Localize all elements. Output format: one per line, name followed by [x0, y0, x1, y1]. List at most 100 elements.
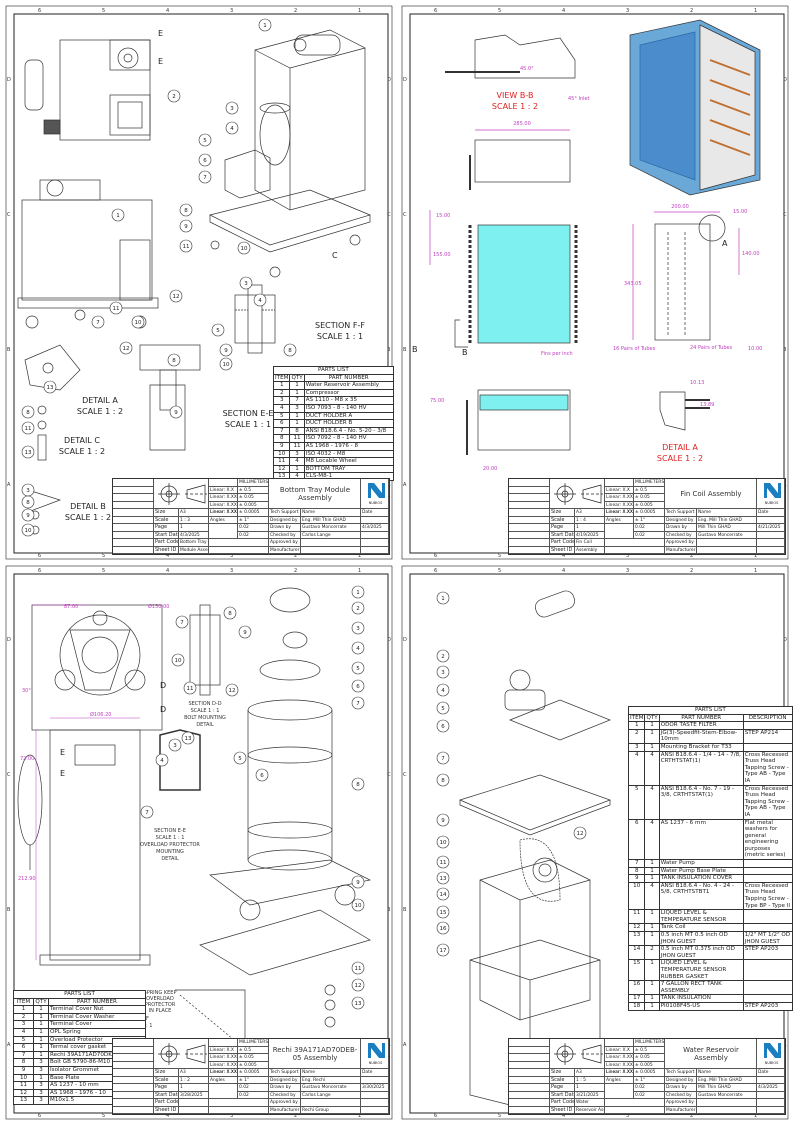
title-block-field — [509, 486, 550, 494]
parts-list-cell — [742, 742, 793, 752]
title-block-field: Page — [154, 524, 179, 532]
title-block-field: Tech Support — [665, 1069, 697, 1077]
title-block-field — [301, 546, 361, 554]
zone-col-label: 2 — [294, 568, 297, 574]
item-balloon: 10 — [436, 835, 450, 849]
parts-list-cell: 1 — [33, 1012, 49, 1022]
title-block-field: ± 0.05 — [634, 1054, 665, 1062]
title-block-field: 0.02 — [634, 524, 665, 532]
zone-col-label: 4 — [562, 8, 565, 14]
parts-list-cell: 5 — [272, 411, 291, 421]
balloon-number: 15 — [440, 910, 447, 916]
zone-row-label: B — [403, 347, 407, 353]
title-block-field — [113, 1076, 154, 1084]
balloon-number: 13 — [185, 736, 192, 742]
zone-row-label: A — [403, 482, 407, 488]
parts-list-cell: 9 — [627, 874, 646, 883]
item-balloon: 1 — [351, 585, 365, 599]
parts-list-cell: AS 1237 - 6 mm — [658, 818, 744, 861]
item-balloon: 15 — [436, 905, 450, 919]
units-label: MILLIMETERS — [634, 479, 665, 487]
title-block-field — [509, 546, 550, 554]
balloon-number: 7 — [145, 810, 149, 816]
balloon-number: 12 — [123, 346, 130, 352]
units-label: MILLIMETERS — [238, 479, 269, 487]
title-block-field: Angles — [209, 516, 238, 524]
title-block-field: Manufacturer — [665, 546, 697, 554]
title-block-field: Tech Support — [665, 509, 697, 517]
title-block-field: Drawn by — [269, 1084, 301, 1092]
balloon-number: 4 — [258, 298, 262, 304]
parts-list-cell: 4 — [644, 784, 660, 820]
title-block-field: ± 0.0005 — [238, 1069, 269, 1077]
parts-list-cell: 3 — [289, 449, 305, 459]
title-block-field: Part Code — [550, 1099, 575, 1107]
title-block-field: Reservoir Assembly — [575, 1106, 605, 1114]
parts-list-cell: 1 — [644, 923, 660, 932]
title-block-field — [113, 539, 154, 547]
parts-list-header: ITEM — [627, 713, 646, 723]
zone-col-label: 4 — [562, 553, 565, 559]
balloon-number: 5 — [203, 138, 207, 144]
parts-list-cell: 1 — [289, 381, 305, 390]
title-block-field — [361, 531, 389, 539]
zone-col-label: 5 — [102, 553, 105, 559]
balloon-number: 7 — [203, 175, 207, 181]
parts-list-cell: 1 — [33, 1005, 49, 1014]
title-block-field: 1 — [575, 1084, 605, 1092]
annotation-text: SCALE 1 : 2 — [657, 454, 703, 463]
title-block-field: Carlos Lange — [301, 1091, 361, 1099]
parts-list-cell: 4 — [627, 750, 646, 786]
title-block-field — [209, 1106, 269, 1114]
title-block-field: 0.02 — [238, 1091, 269, 1099]
surface-finish-symbol — [209, 524, 238, 539]
annotation-text: Ø150.00 — [148, 603, 169, 610]
annotation-text: SECTION E-E — [223, 409, 274, 418]
item-balloon: 8 — [283, 343, 297, 357]
title-block-field — [757, 531, 785, 539]
projection-symbol — [154, 479, 209, 509]
title-block-field: Drawn by — [665, 524, 697, 532]
title-block-field: ± 1° — [238, 1076, 269, 1084]
annotation-text: SECTION E-E — [154, 828, 186, 834]
balloon-number: 7 — [96, 320, 100, 326]
item-balloon: 7 — [198, 170, 212, 184]
zone-col-label: 4 — [166, 568, 169, 574]
title-block-field: 4/19/2025 — [575, 531, 605, 539]
panel-4-drawings — [458, 590, 612, 1111]
title-block-field: ± 0.005 — [634, 1061, 665, 1069]
title-block-field: Linear: X.XX — [605, 1054, 634, 1062]
title-block-field: 3/21/2025 — [575, 1091, 605, 1099]
parts-list-header: QTY — [289, 373, 305, 383]
title-block-field: Designed by — [269, 516, 301, 524]
parts-list-cell: ISO 4032 - M8 — [303, 449, 394, 459]
parts-list-cell: PI0108F45-US — [658, 1001, 744, 1011]
item-balloon: 3 — [239, 276, 253, 290]
title-block-field — [509, 1084, 550, 1092]
balloon-number: 7 — [441, 756, 445, 762]
parts-list-cell: 3 — [33, 1058, 49, 1067]
panel-2-drawings: B — [429, 19, 761, 455]
parts-list-header: PART NUMBER — [303, 373, 394, 383]
item-balloon: 4 — [351, 641, 365, 655]
nubios-logo-icon — [368, 1043, 385, 1058]
zone-col-label: 2 — [294, 8, 297, 14]
parts-list-cell: 9 — [13, 1065, 34, 1075]
item-balloon: 9 — [219, 343, 233, 357]
item-balloon: 9 — [238, 625, 252, 639]
parts-list-cell: 3 — [13, 1020, 34, 1029]
title-block-field: Name — [697, 509, 757, 517]
title-block-field — [509, 479, 550, 487]
surface-finish-symbol — [209, 1084, 238, 1099]
title-block-field: 0.02 — [238, 1084, 269, 1092]
zone-col-label: 5 — [498, 1113, 501, 1119]
title-block-field — [509, 1069, 550, 1077]
